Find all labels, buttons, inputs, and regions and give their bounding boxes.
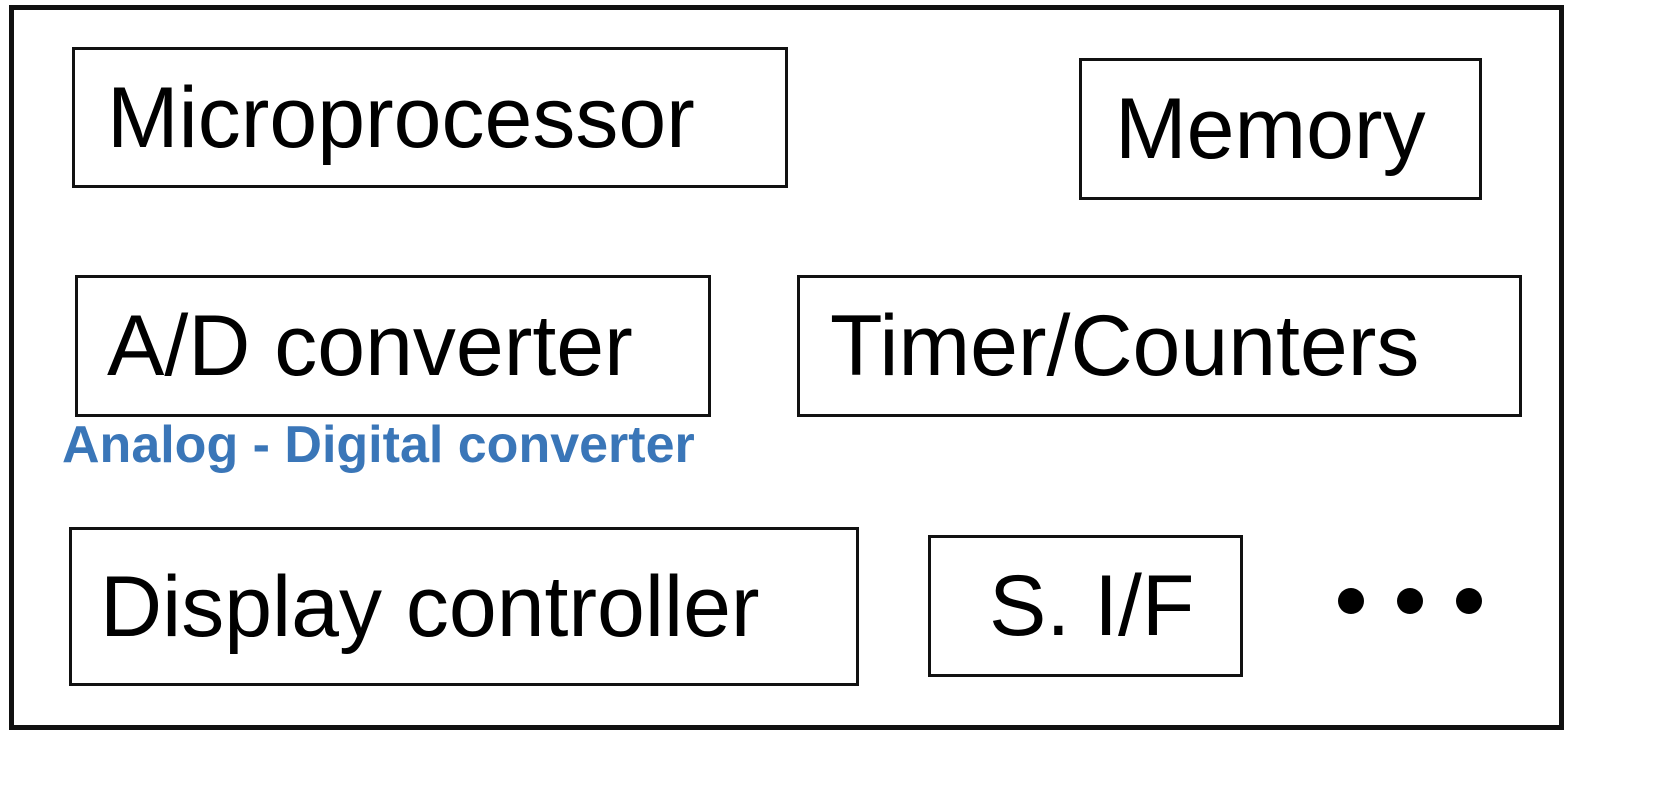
display-controller-block: Display controller xyxy=(69,527,859,686)
ad-converter-annotation: Analog - Digital converter xyxy=(62,416,695,474)
display-controller-label: Display controller xyxy=(100,558,760,655)
memory-label: Memory xyxy=(1115,81,1426,177)
serial-interface-label: S. I/F xyxy=(989,558,1195,654)
memory-block: Memory xyxy=(1079,58,1482,200)
ellipsis-dot xyxy=(1456,588,1482,614)
timer-counters-block: Timer/Counters xyxy=(797,275,1522,417)
system-boundary-frame xyxy=(9,5,1564,730)
ad-converter-label: A/D converter xyxy=(107,298,633,394)
ellipsis-dot xyxy=(1397,588,1423,614)
serial-interface-block: S. I/F xyxy=(928,535,1243,677)
ellipsis-icon xyxy=(1338,588,1482,614)
microprocessor-label: Microprocessor xyxy=(107,69,695,166)
microprocessor-block: Microprocessor xyxy=(72,47,788,188)
ellipsis-dot xyxy=(1338,588,1364,614)
timer-counters-label: Timer/Counters xyxy=(830,298,1420,394)
ad-converter-block: A/D converter xyxy=(75,275,711,417)
